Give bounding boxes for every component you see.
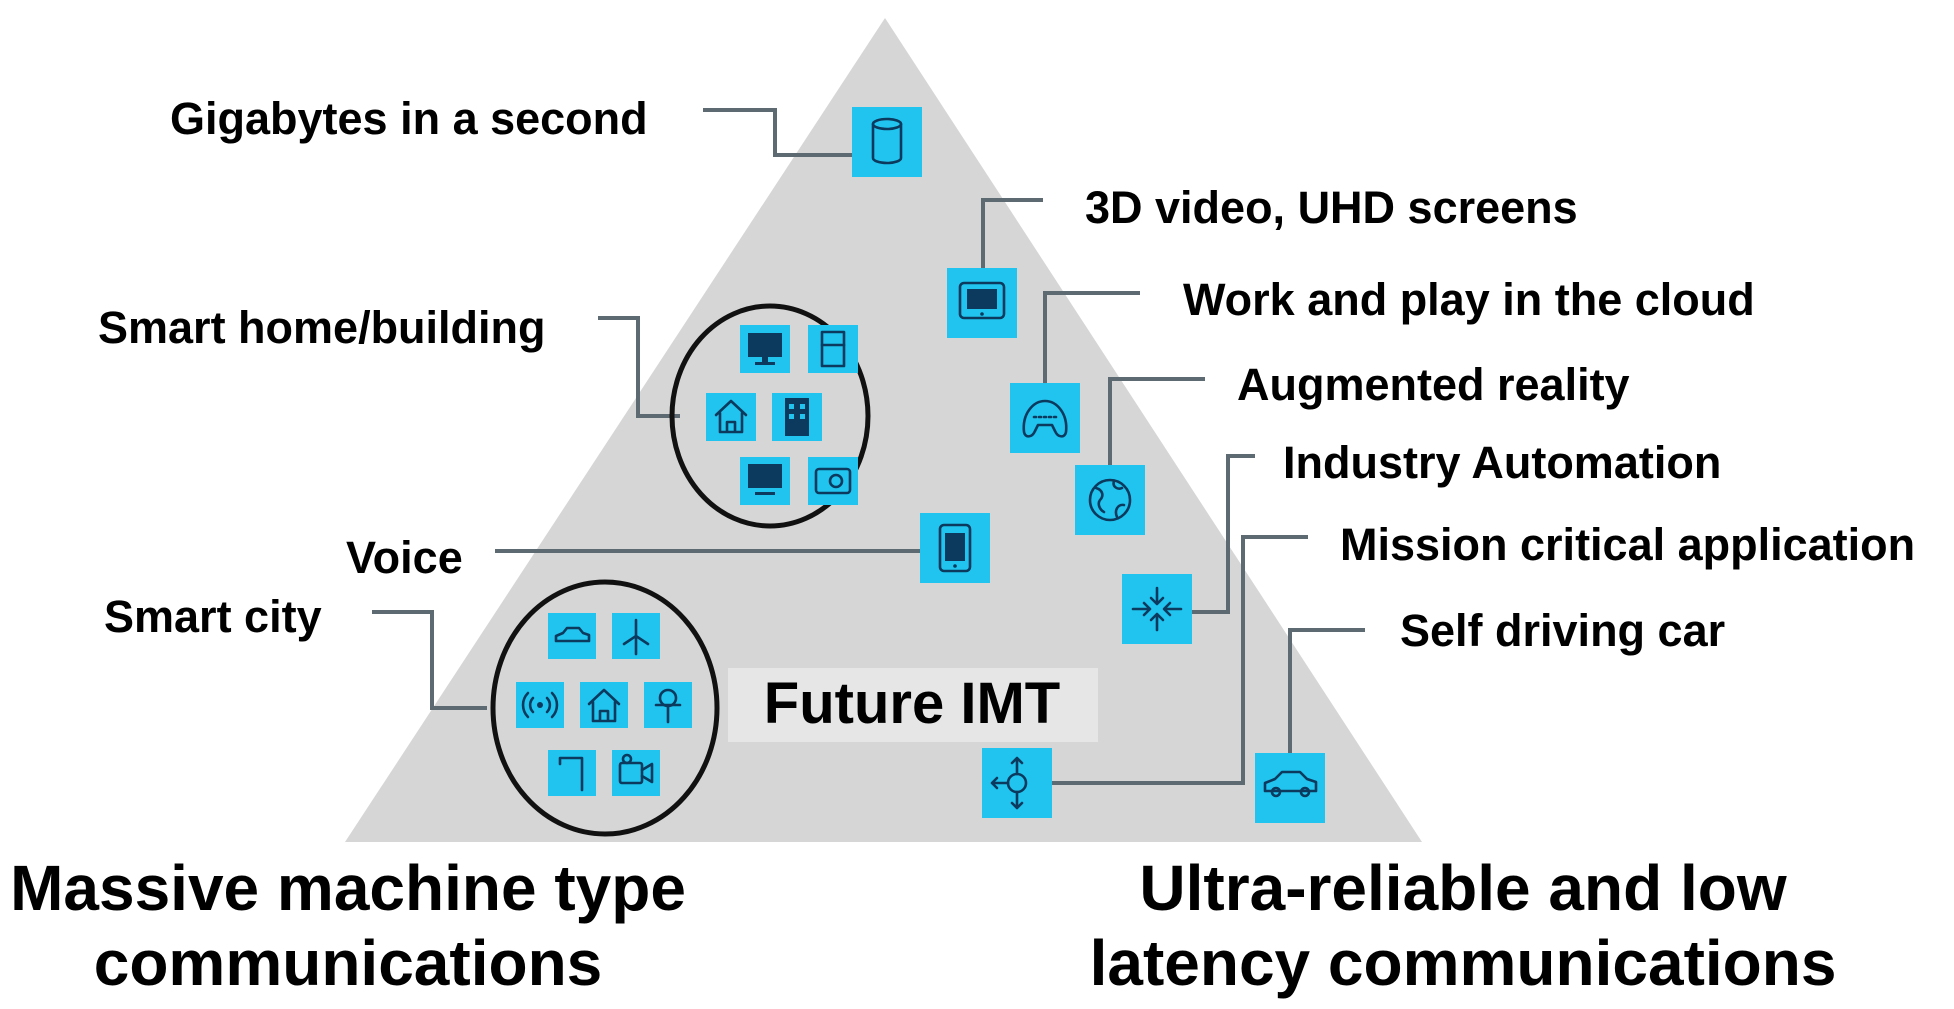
label-smart-home: Smart home/building bbox=[98, 302, 546, 353]
connector-smart-city bbox=[372, 610, 487, 710]
target-arrows-icon bbox=[990, 756, 1028, 810]
smartphone-icon bbox=[938, 523, 972, 573]
label-smart-city: Smart city bbox=[104, 591, 322, 642]
smart-home-house-tile bbox=[706, 393, 756, 441]
smart-home-building-tile bbox=[772, 393, 822, 441]
label-ar: Augmented reality bbox=[1237, 359, 1630, 410]
globe-icon bbox=[1088, 478, 1132, 522]
connector-mission bbox=[1052, 535, 1308, 785]
smart-city-streetlight-tile bbox=[548, 750, 596, 796]
connector-industry bbox=[1192, 454, 1255, 614]
label-industry: Industry Automation bbox=[1283, 437, 1721, 488]
label-mission: Mission critical application bbox=[1340, 519, 1915, 570]
smart-home-camera-tile bbox=[808, 457, 858, 505]
smart-home-monitor-tile bbox=[740, 457, 790, 505]
connector-smart-home bbox=[598, 316, 680, 418]
gigabytes-tile bbox=[852, 107, 922, 177]
label-voice: Voice bbox=[346, 532, 463, 583]
smart-city-house-tile bbox=[580, 682, 628, 728]
smart-city-car-tile bbox=[548, 613, 596, 659]
car-tile bbox=[1255, 753, 1325, 823]
cloud-tile bbox=[1010, 383, 1080, 453]
car-icon bbox=[1263, 770, 1318, 798]
video-tile bbox=[947, 268, 1017, 338]
smart-city-videocam-tile bbox=[612, 750, 660, 796]
center-label: Future IMT bbox=[764, 671, 1060, 736]
caption-urllc-line1: Ultra-reliable and low bbox=[1139, 852, 1786, 924]
voice-tile bbox=[920, 513, 990, 583]
center-label-bg bbox=[728, 668, 1098, 742]
caption-urllc-line2: latency communications bbox=[1090, 927, 1837, 999]
connector-gigabytes bbox=[703, 108, 852, 157]
label-car: Self driving car bbox=[1400, 605, 1725, 656]
label-gigabytes: Gigabytes in a second bbox=[170, 93, 648, 144]
smart-city-wind-tile bbox=[612, 613, 660, 659]
caption-mmtc-line1: Massive machine type bbox=[10, 852, 686, 924]
arrows-inward-icon bbox=[1131, 586, 1183, 632]
database-icon bbox=[871, 117, 903, 165]
smart-city-tree-tile bbox=[644, 682, 692, 728]
smart-city-signal-tile bbox=[516, 682, 564, 728]
industry-tile bbox=[1122, 574, 1192, 644]
smart-home-cluster bbox=[669, 303, 871, 529]
smart-home-fridge-tile bbox=[808, 325, 858, 373]
connector-cloud bbox=[1043, 291, 1140, 383]
mission-tile bbox=[982, 748, 1052, 818]
gamepad-icon bbox=[1022, 399, 1068, 438]
ar-tile bbox=[1075, 465, 1145, 535]
smart-city-cluster bbox=[490, 579, 720, 837]
label-cloud: Work and play in the cloud bbox=[1183, 274, 1755, 325]
connector-car bbox=[1288, 628, 1365, 753]
connector-ar bbox=[1108, 377, 1205, 465]
smart-home-tv-tile bbox=[740, 325, 790, 373]
label-video: 3D video, UHD screens bbox=[1085, 182, 1578, 233]
caption-mmtc-line2: communications bbox=[94, 927, 603, 999]
connector-video bbox=[981, 198, 1043, 268]
monitor-icon bbox=[958, 281, 1006, 320]
